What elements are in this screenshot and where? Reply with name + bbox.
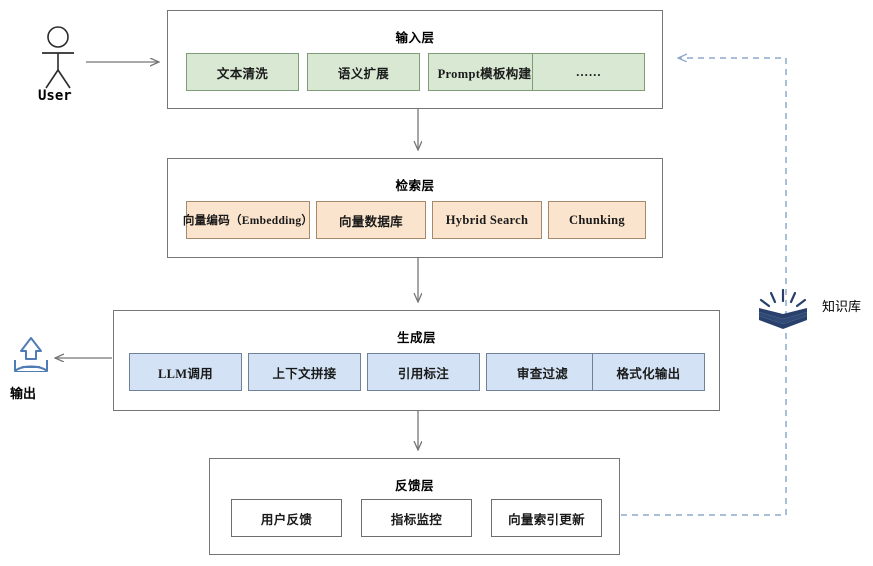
node-feedback-0[interactable]: 用户反馈 [231, 499, 342, 537]
node-generation-4[interactable]: 格式化输出 [592, 353, 705, 391]
node-feedback-2[interactable]: 向量索引更新 [491, 499, 602, 537]
node-generation-2[interactable]: 引用标注 [367, 353, 480, 391]
layer-retrieval[interactable]: 检索层 向量编码（Embedding） 向量数据库 Hybrid Search … [167, 158, 663, 258]
knowledge-base-label: 知识库 [822, 299, 862, 314]
stick-figure-actor-icon [42, 26, 74, 89]
upload-export-icon [14, 337, 48, 372]
layer-feedback-title: 反馈层 [394, 479, 434, 493]
node-input-1[interactable]: 语义扩展 [307, 53, 420, 91]
knowledge-base-node [752, 288, 814, 334]
node-retrieval-0[interactable]: 向量编码（Embedding） [183, 201, 313, 239]
layer-generation[interactable]: 生成层 LLM调用 上下文拼接 引用标注 审查过滤 格式化输出 [113, 310, 720, 411]
layer-feedback[interactable]: 反馈层 用户反馈 指标监控 向量索引更新 [209, 458, 620, 555]
node-input-2[interactable]: Prompt模板构建 [428, 53, 541, 91]
node-retrieval-2[interactable]: Hybrid Search [432, 201, 542, 239]
actor-user-label: User [38, 88, 72, 104]
connector-feedback-loop [621, 58, 787, 516]
open-book-icon [759, 288, 807, 329]
layer-generation-title: 生成层 [396, 331, 436, 345]
node-feedback-1[interactable]: 指标监控 [361, 499, 472, 537]
node-retrieval-3[interactable]: Chunking [548, 201, 646, 239]
output-node [8, 334, 54, 380]
node-input-0[interactable]: 文本清洗 [186, 53, 299, 91]
node-generation-3[interactable]: 审查过滤 [486, 353, 599, 391]
node-generation-1[interactable]: 上下文拼接 [248, 353, 361, 391]
node-retrieval-1[interactable]: 向量数据库 [316, 201, 426, 239]
actor-user [24, 22, 104, 102]
node-input-3[interactable]: …… [532, 53, 645, 91]
layer-input-title: 输入层 [395, 31, 435, 45]
output-label: 输出 [10, 386, 37, 401]
layer-retrieval-title: 检索层 [395, 179, 435, 193]
node-generation-0[interactable]: LLM调用 [129, 353, 242, 391]
layer-input[interactable]: 输入层 文本清洗 语义扩展 Prompt模板构建 …… [167, 10, 663, 109]
